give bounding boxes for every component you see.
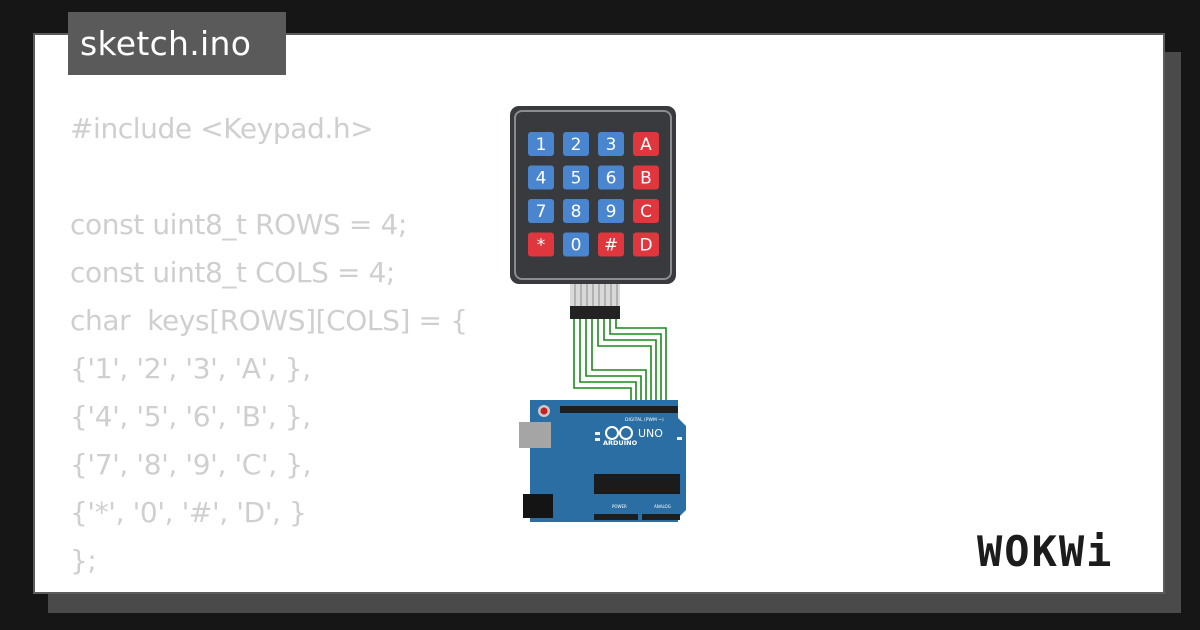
atmega-chip <box>594 474 680 494</box>
keypad-key[interactable] <box>528 165 554 190</box>
keypad-key-label: 8 <box>571 202 582 222</box>
code-line: }; <box>70 544 97 577</box>
keypad-key-label: A <box>640 135 652 155</box>
file-tab[interactable]: sketch.ino <box>68 12 286 75</box>
wokwi-logo: WOKWi <box>977 527 1113 576</box>
keypad-key-label: 2 <box>571 135 582 155</box>
keypad-key-label: 6 <box>606 169 617 189</box>
keypad-key-label: B <box>640 169 652 189</box>
keypad-key[interactable] <box>598 232 624 257</box>
keypad-key-label: C <box>640 202 652 222</box>
wokwi-logo-text: WOKWi <box>977 527 1113 576</box>
analog-header <box>642 514 680 520</box>
code-line: {'4', '5', '6', 'B', }, <box>70 400 311 433</box>
keypad-key[interactable] <box>563 199 589 223</box>
keypad-key[interactable] <box>528 132 554 156</box>
keypad-key-label: 4 <box>536 169 547 189</box>
keypad-key-label: 7 <box>536 202 547 222</box>
arduino-brand-text: ARDUINO <box>603 439 638 447</box>
keypad-key-label: * <box>537 236 546 256</box>
arduino-uno-board[interactable]: ARDUINO UNO DIGITAL (PWM ~) POWER ANALOG <box>519 400 686 522</box>
keypad-key-label: 9 <box>606 202 617 222</box>
keypad-key[interactable] <box>598 165 624 190</box>
keypad-key[interactable] <box>598 199 624 223</box>
arduino-infinity-icon <box>605 426 619 440</box>
keypad-key-label: 0 <box>571 236 582 256</box>
keypad-key[interactable] <box>633 132 659 156</box>
keypad-key[interactable] <box>633 165 659 190</box>
code-line: #include <Keypad.h> <box>70 112 374 145</box>
code-line: const uint8_t COLS = 4; <box>70 256 395 289</box>
keypad-key[interactable] <box>563 165 589 190</box>
keypad-key[interactable] <box>528 232 554 257</box>
code-line: {'*', '0', '#', 'D', } <box>70 496 307 529</box>
code-line: {'7', '8', '9', 'C', }, <box>70 448 312 481</box>
code-line: {'1', '2', '3', 'A', }, <box>70 352 311 385</box>
digital-label: DIGITAL (PWM ~) <box>625 417 664 423</box>
keypad-key[interactable] <box>598 132 624 156</box>
keypad-key-label: 1 <box>536 135 547 155</box>
usb-port <box>519 422 551 448</box>
keypad-key[interactable] <box>563 232 589 257</box>
code-line: char keys[ROWS][COLS] = { <box>70 304 468 337</box>
digital-header <box>560 406 678 413</box>
keypad-key-label: 5 <box>571 169 582 189</box>
code-line: const uint8_t ROWS = 4; <box>70 208 407 241</box>
keypad-connector <box>570 284 620 319</box>
keypad-key[interactable] <box>633 232 659 257</box>
keypad-key-label: 3 <box>606 135 617 155</box>
power-jack <box>523 494 553 518</box>
keypad-key-label: # <box>604 236 618 256</box>
keypad-wires <box>573 318 667 405</box>
keypad-key[interactable] <box>563 132 589 156</box>
analog-label: ANALOG <box>654 504 671 509</box>
arduino-model-text: UNO <box>638 427 663 440</box>
keypad-key[interactable] <box>528 199 554 223</box>
power-label: POWER <box>612 504 627 509</box>
keypad-key-label: D <box>639 236 652 256</box>
code-preview: #include <Keypad.h> const uint8_t ROWS = … <box>70 105 468 585</box>
keypad-key[interactable] <box>633 199 659 223</box>
keypad-4x4[interactable]: 1 2 3 A 4 5 6 B 7 8 9 C * 0 # D <box>510 106 676 284</box>
power-header <box>594 514 638 520</box>
